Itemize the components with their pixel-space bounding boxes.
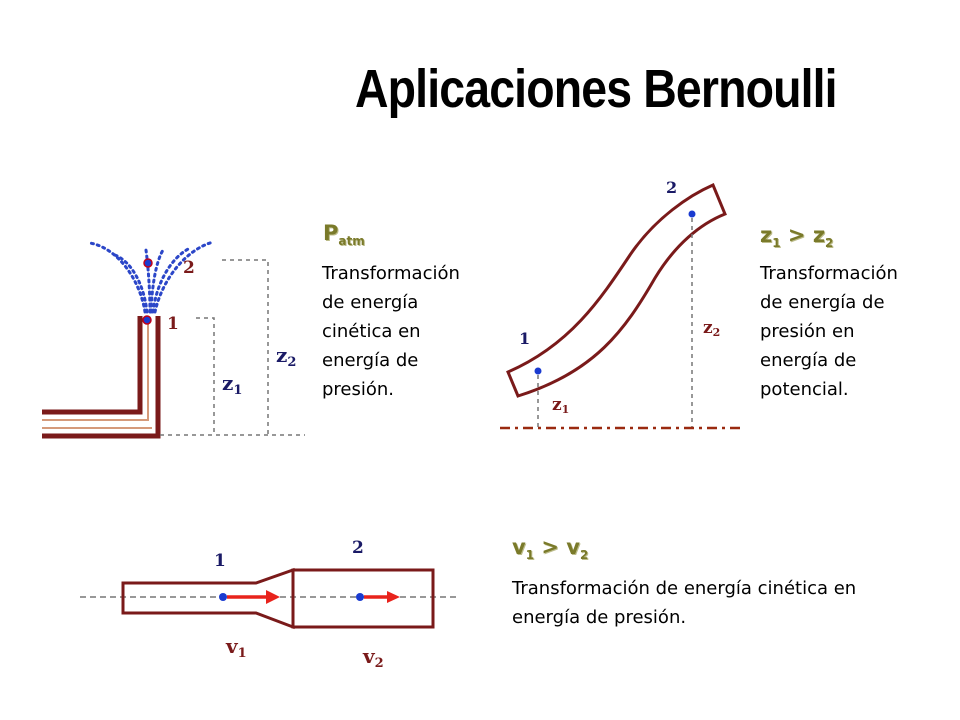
expansion-point-2 [356,593,364,601]
inclined-z2-label: z2 [703,318,720,339]
inclined-label-1: 1 [519,329,530,348]
inclined-height-lines [537,218,693,427]
fountain-point-1 [142,315,152,325]
expansion-label-1: 1 [214,551,226,571]
inclined-point-2 [688,210,696,218]
fountain-condition: Patm [323,221,365,249]
expansion-pipe-diagram: 1 2 v1 v2 [80,538,460,671]
fountain-point-2 [143,258,153,268]
fountain-diagram: 1 2 z1 z2 [42,240,305,439]
inclined-pipe-diagram: 1 2 z1 z2 [500,178,740,430]
fountain-z1-label: z1 [222,371,242,398]
expansion-v2-label: v2 [362,644,384,671]
velocity-arrow-1 [227,590,280,604]
fountain-z2-label: z2 [276,343,296,370]
inclined-z1-label: z1 [552,395,569,416]
inclined-description: Transformación de energía de presión en … [760,263,898,400]
inclined-point-1 [534,367,542,375]
fountain-label-2: 2 [183,258,195,278]
fountain-jet [88,240,215,314]
expansion-condition: v1 > v2 [512,535,589,563]
fountain-description: Transformación de energía cinética en en… [322,263,460,400]
inclined-label-2: 2 [666,178,677,197]
fountain-label-1: 1 [167,314,179,334]
expansion-label-2: 2 [352,538,364,558]
expansion-point-1 [219,593,227,601]
page-title: Aplicaciones Bernoulli [355,59,838,119]
velocity-arrow-2 [364,591,400,603]
expansion-description: Transformación de energía cinética en en… [512,578,857,628]
fountain-pipe [42,316,161,439]
expansion-v1-label: v1 [225,634,247,661]
inclined-condition: z1 > z2 [760,223,834,251]
fountain-height-lines [160,259,305,436]
expansion-pipe-wide [291,568,435,629]
inclined-pipe [506,183,727,398]
